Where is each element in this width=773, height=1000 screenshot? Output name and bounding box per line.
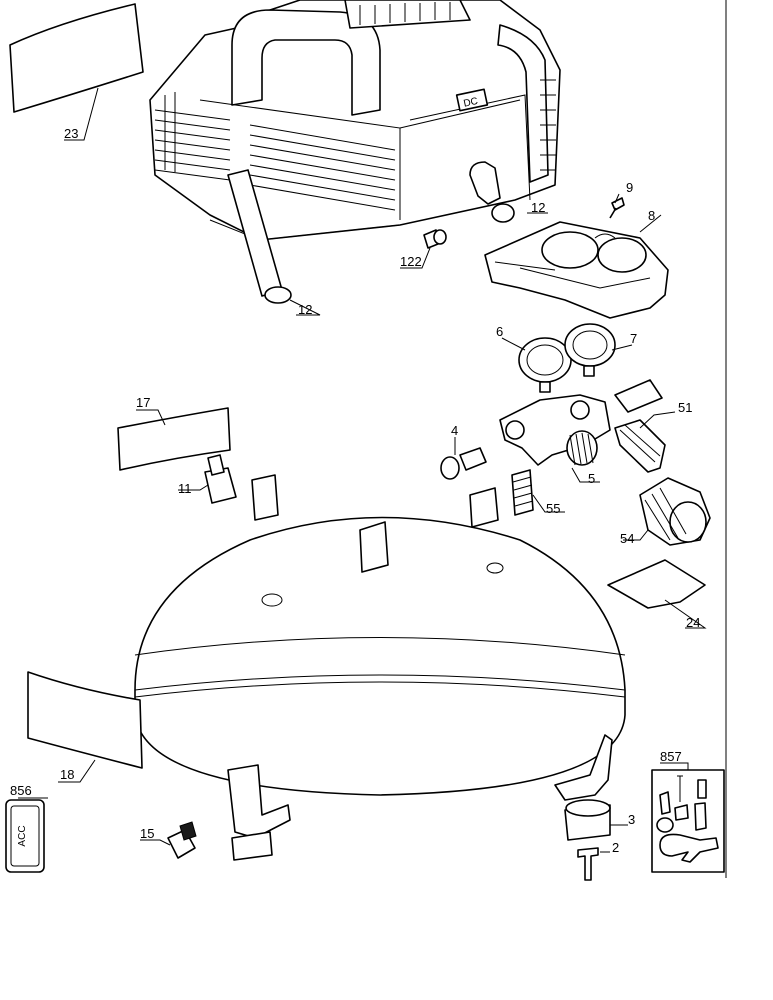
badge-856 — [5, 799, 45, 873]
safety-valve-4 — [440, 447, 487, 480]
callout-17: 17 — [136, 395, 150, 410]
label-17 — [117, 407, 231, 471]
callout-23: 23 — [64, 126, 78, 141]
label-sheet-23 — [9, 3, 144, 113]
callout-55: 55 — [546, 501, 560, 516]
callout-15: 15 — [140, 826, 154, 841]
leader-lines — [18, 87, 707, 853]
callout-2: 2 — [612, 840, 619, 855]
bolt-2 — [577, 847, 599, 881]
callout-122: 122 — [400, 254, 422, 269]
rubber-foot-3 — [564, 799, 611, 841]
motor-shroud — [149, 0, 561, 241]
air-tank — [134, 474, 626, 796]
callout-857: 857 — [660, 749, 682, 764]
compression-nut-12a — [491, 203, 515, 223]
manifold-5 — [499, 394, 611, 466]
callout-12-upper: 12 — [531, 200, 545, 215]
callout-24: 24 — [686, 615, 700, 630]
accessory-kit-contents — [656, 775, 719, 863]
label-24 — [607, 559, 706, 609]
screw-9 — [609, 197, 625, 219]
callout-7: 7 — [630, 331, 637, 346]
callout-4: 4 — [451, 423, 458, 438]
gauge-7 — [564, 323, 616, 377]
callout-11: 11 — [178, 481, 192, 496]
nipple-55 — [511, 469, 534, 516]
callout-6: 6 — [496, 324, 503, 339]
callout-12-lower: 12 — [298, 302, 312, 317]
elbow-fitting — [469, 161, 501, 205]
drain-valve-15 — [167, 821, 197, 859]
label-18 — [27, 671, 143, 769]
regulator-knob-54 — [639, 477, 711, 546]
callout-18: 18 — [60, 767, 74, 782]
callout-54: 54 — [620, 531, 634, 546]
emblem-text: DC — [463, 96, 479, 110]
emblem-box — [455, 88, 489, 112]
fitting-11 — [204, 454, 237, 504]
callout-51: 51 — [678, 400, 692, 415]
callout-8: 8 — [648, 208, 655, 223]
coupler-51 — [614, 379, 666, 473]
screw-122 — [423, 229, 447, 249]
callout-9: 9 — [626, 180, 633, 195]
gauge-6 — [518, 337, 572, 393]
tank-foot-right — [554, 734, 613, 801]
gauge-panel-8 — [484, 221, 669, 319]
clamp-12b — [264, 286, 292, 304]
callout-5: 5 — [588, 471, 595, 486]
badge-text: ACC — [17, 825, 28, 846]
tank-foot-left — [227, 764, 291, 861]
callout-3: 3 — [628, 812, 635, 827]
callout-856: 856 — [10, 783, 32, 798]
